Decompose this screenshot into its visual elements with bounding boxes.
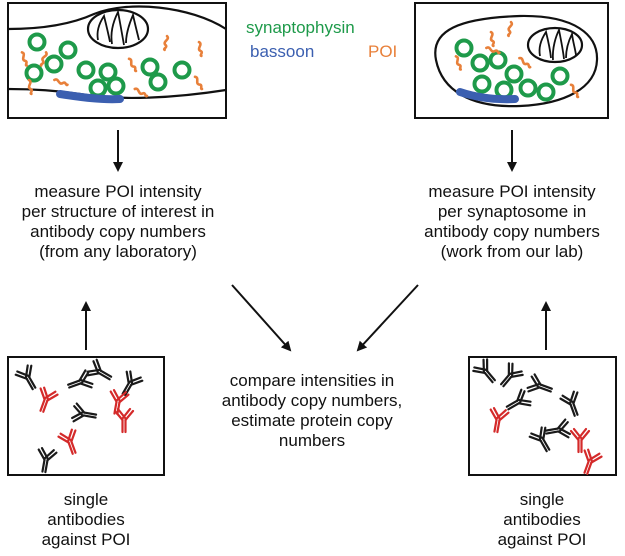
text-line: (from any laboratory) — [39, 242, 197, 261]
text-line: antibodies — [47, 510, 125, 529]
poi-molecule — [193, 75, 204, 91]
poi-molecules — [20, 34, 204, 98]
text-line: per structure of interest in — [21, 202, 215, 221]
arrow-left-to-compare — [231, 284, 292, 352]
vesicle — [172, 60, 192, 80]
antibody-panel-right — [468, 356, 617, 476]
antibody — [71, 402, 98, 423]
legend-poi: POI — [368, 42, 398, 61]
vesicle — [76, 60, 96, 80]
poi-molecule — [162, 34, 170, 52]
synaptic-vesicles — [24, 32, 192, 98]
vesicle — [27, 32, 47, 52]
synaptic-vesicles — [454, 38, 570, 102]
antibody-labeled — [39, 386, 59, 413]
poi-molecule — [20, 51, 29, 67]
vesicle — [140, 57, 160, 77]
compare-text: compare intensities in antibody copy num… — [196, 371, 428, 451]
vesicle — [24, 63, 44, 83]
text-line: against POI — [41, 530, 131, 549]
vesicle — [44, 54, 64, 74]
vesicle — [454, 38, 474, 58]
vesicle — [106, 76, 126, 96]
poi-molecule — [485, 46, 501, 55]
legend-bassoon: bassoon — [250, 42, 315, 61]
antibody-labeled — [113, 407, 135, 434]
text-line: estimate protein copy — [231, 411, 393, 430]
antibody-labeled — [489, 407, 510, 434]
antibody — [544, 418, 571, 439]
axon-panel — [7, 2, 227, 119]
antibody — [526, 373, 553, 393]
antibody — [559, 390, 579, 417]
antibody — [37, 447, 58, 474]
antibody-labeled — [583, 448, 603, 475]
antibody — [505, 388, 532, 411]
vesicle — [58, 40, 78, 60]
vesicle — [550, 66, 570, 86]
text-line: antibody copy numbers — [424, 222, 600, 241]
text-line: antibody copy numbers, — [221, 391, 403, 410]
antibody — [528, 426, 551, 453]
antibody — [472, 358, 496, 384]
poi-molecule — [127, 57, 138, 73]
text-line: measure POI intensity — [34, 182, 202, 201]
right-antibodies-text: single antibodies against POI — [462, 490, 622, 550]
mitochondrion — [526, 26, 584, 64]
poi-molecule — [39, 51, 48, 67]
active-zone-bassoon — [56, 90, 124, 104]
vesicle — [472, 74, 492, 94]
poi-molecule — [133, 87, 149, 98]
poi-molecules — [454, 20, 580, 99]
text-line: against POI — [497, 530, 587, 549]
text-line: antibody copy numbers — [30, 222, 206, 241]
antibody — [500, 362, 524, 388]
poi-molecule — [506, 20, 514, 38]
vesicle — [518, 78, 538, 98]
legend-synaptophysin: synaptophysin — [246, 18, 355, 37]
text-line: (work from our lab) — [440, 242, 584, 261]
poi-molecule — [569, 83, 580, 99]
text-line: single — [63, 490, 109, 509]
text-line: measure POI intensity — [428, 182, 596, 201]
synaptosome-panel — [414, 2, 609, 119]
poi-molecule — [27, 78, 34, 96]
right-measure-text: measure POI intensity per synaptosome in… — [398, 182, 625, 262]
text-line: per synaptosome in — [437, 202, 587, 221]
antibody — [121, 370, 144, 397]
vesicle — [98, 62, 118, 82]
poi-molecule — [518, 56, 532, 69]
antibody — [14, 364, 37, 391]
poi-molecule — [454, 55, 463, 71]
poi-molecule — [197, 40, 204, 58]
antibody — [86, 358, 113, 381]
vesicle — [536, 82, 556, 102]
text-line: numbers — [278, 431, 346, 450]
antibody-labeled — [57, 428, 77, 455]
text-line: antibodies — [503, 510, 581, 529]
vesicle — [148, 72, 168, 92]
vesicle — [504, 64, 524, 84]
mitochondrion — [86, 8, 150, 50]
text-line: single — [519, 490, 565, 509]
text-line: compare intensities in — [229, 371, 395, 390]
poi-molecule — [53, 78, 69, 87]
arrow-right-to-compare — [356, 284, 419, 352]
left-antibodies-text: single antibodies against POI — [6, 490, 166, 550]
antibody-labeled — [569, 427, 591, 454]
poi-molecule — [489, 30, 496, 48]
antibody-panel-left — [7, 356, 165, 476]
active-zone-bassoon — [456, 88, 519, 104]
left-measure-text: measure POI intensity per structure of i… — [2, 182, 234, 262]
vesicle — [470, 53, 490, 73]
